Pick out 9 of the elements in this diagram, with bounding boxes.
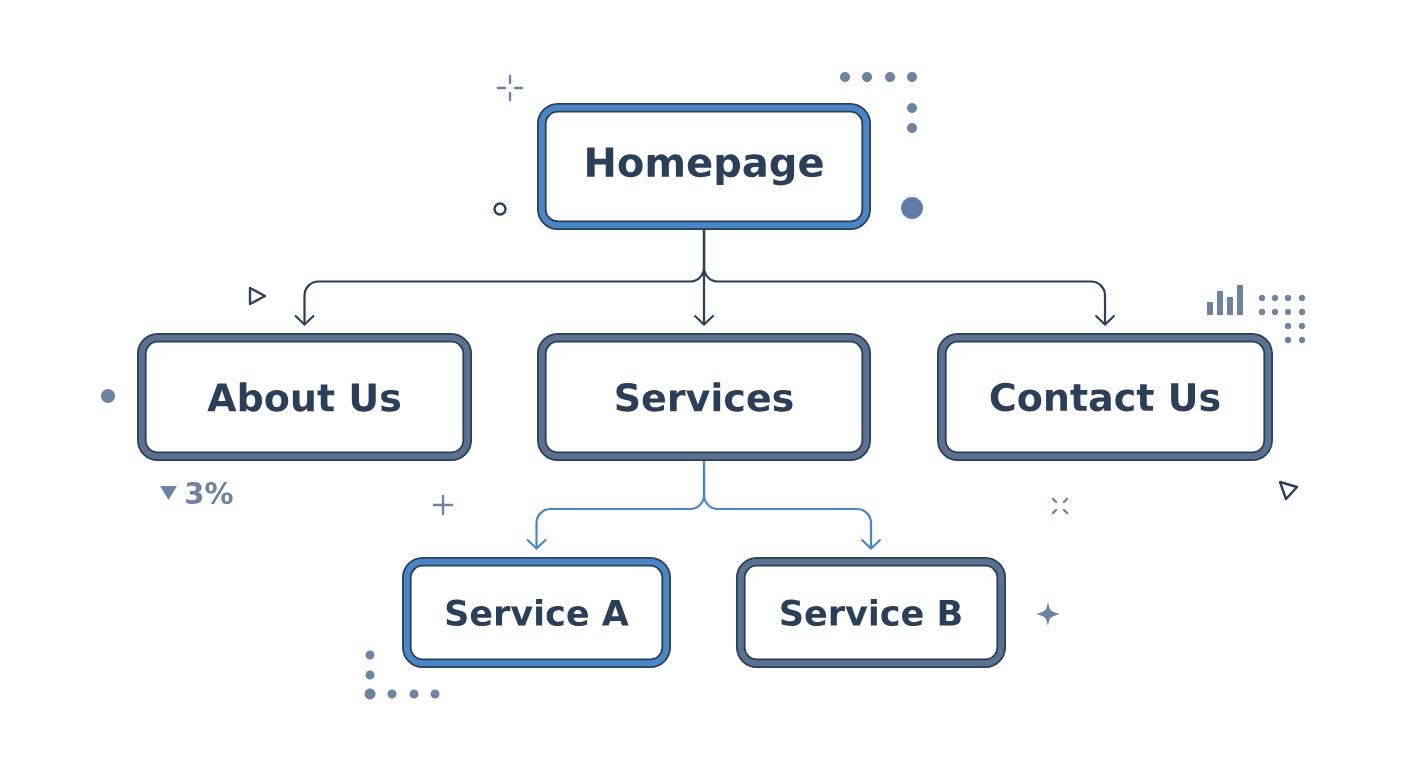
percent-text: 3%	[186, 482, 233, 504]
page-box: Homepage	[537, 103, 871, 230]
page-box: About Us	[137, 333, 472, 461]
page-box: Contact Us	[937, 333, 1273, 461]
connector-arrow	[702, 461, 882, 550]
page-box: Service B	[736, 557, 1006, 668]
page-box: Services	[537, 333, 871, 461]
page-box: Service A	[402, 557, 671, 668]
connector-arrow	[702, 230, 1116, 326]
